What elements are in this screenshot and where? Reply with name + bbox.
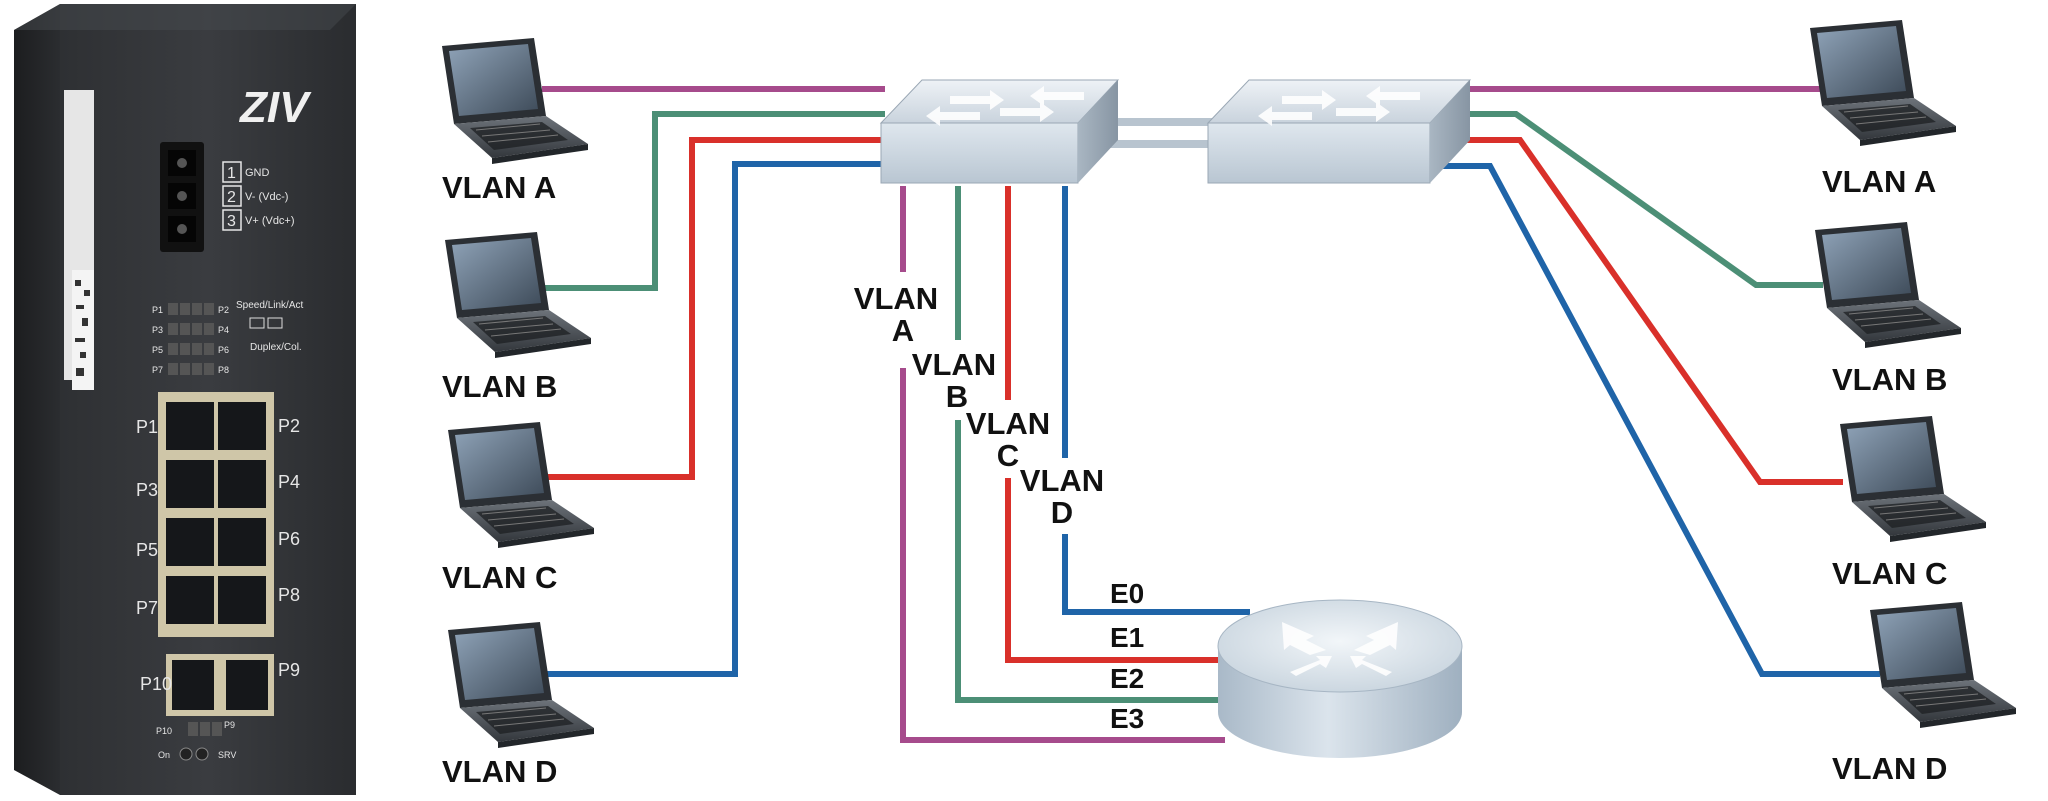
- svg-text:P8: P8: [218, 365, 229, 375]
- router-port-e3: E3: [1110, 703, 1144, 734]
- svg-text:P10: P10: [140, 674, 172, 694]
- router-port-labels: E0 E1 E2 E3: [1110, 578, 1144, 734]
- left-label-vlan-b: VLAN B: [442, 369, 557, 404]
- svg-text:P3: P3: [136, 480, 158, 500]
- svg-text:P9: P9: [278, 660, 300, 680]
- svg-text:On: On: [158, 750, 170, 760]
- laptop-icon: [444, 231, 592, 359]
- cable-vlan-c-left: [542, 137, 885, 480]
- trunk-label-c-line2: C: [997, 438, 1019, 473]
- sfp-port-block: P10 P9: [140, 654, 300, 716]
- router-port-e0: E0: [1110, 578, 1144, 609]
- cable-vlan-b-left: [542, 111, 885, 291]
- cable-vlan-a-router: [900, 186, 1225, 743]
- laptop-icon: [441, 37, 589, 165]
- svg-text:P4: P4: [218, 325, 229, 335]
- cable-vlan-c-right: [1450, 137, 1843, 485]
- led-panel: Speed/Link/Act Duplex/Col. P1 P2 P3 P4 P…: [152, 300, 303, 375]
- cable-vlan-c-router: [1005, 186, 1225, 663]
- power-connector: [160, 142, 204, 252]
- led-legend-top: Speed/Link/Act: [236, 300, 303, 311]
- svg-text:P2: P2: [278, 416, 300, 436]
- switch-left: [879, 79, 1120, 184]
- trunk-label-b-line1: VLAN: [912, 347, 996, 382]
- svg-text:P2: P2: [218, 305, 229, 315]
- svg-text:P3: P3: [152, 325, 163, 335]
- svg-text:P10: P10: [156, 726, 172, 736]
- svg-text:2: 2: [227, 189, 236, 206]
- laptop-icon: [1869, 601, 2017, 729]
- trunk-vlan-labels: VLAN A VLAN B VLAN C VLAN D: [854, 281, 1104, 530]
- svg-text:P4: P4: [278, 472, 300, 492]
- cable-vlan-b-right: [1470, 111, 1823, 288]
- svg-text:P7: P7: [152, 365, 163, 375]
- left-label-vlan-c: VLAN C: [442, 560, 557, 595]
- left-label-vlan-a: VLAN A: [442, 170, 556, 205]
- laptop-icon: [1809, 19, 1957, 147]
- rj45-port-block: P1 P3 P5 P7 P2 P4 P6 P8: [136, 392, 300, 637]
- brand-logo: ZIV: [238, 83, 312, 132]
- svg-text:P7: P7: [136, 598, 158, 618]
- power-terminal-legend: 1 GND 2 V- (Vdc-) 3 V+ (Vdc+): [222, 161, 295, 231]
- cable-vlan-d-left: [542, 161, 885, 677]
- svg-text:P9: P9: [224, 720, 235, 730]
- router-port-e1: E1: [1110, 622, 1144, 653]
- trunk-label-a-line1: VLAN: [854, 281, 938, 316]
- qr-code: [72, 270, 94, 390]
- industrial-switch-device: ZIV 1 GND 2 V- (Vdc-) 3 V+ (Vdc+) Speed/…: [14, 4, 356, 795]
- laptop-icon: [1814, 221, 1962, 349]
- right-label-vlan-d: VLAN D: [1832, 751, 1947, 786]
- svg-text:V- (Vdc-): V- (Vdc-): [245, 191, 288, 203]
- svg-text:P5: P5: [152, 345, 163, 355]
- svg-text:P6: P6: [218, 345, 229, 355]
- led-legend-bottom: Duplex/Col.: [250, 342, 302, 353]
- trunk-label-d-line1: VLAN: [1020, 463, 1104, 498]
- svg-text:P1: P1: [152, 305, 163, 315]
- left-vlan-labels: VLAN A VLAN B VLAN C VLAN D: [442, 170, 557, 789]
- cables: [542, 86, 1880, 743]
- cable-vlan-d-router: [1062, 186, 1250, 615]
- trunk-label-a-line2: A: [892, 313, 914, 348]
- right-label-vlan-a: VLAN A: [1822, 164, 1936, 199]
- svg-text:V+ (Vdc+): V+ (Vdc+): [245, 215, 295, 227]
- svg-text:GND: GND: [245, 167, 270, 179]
- switch-right: [1206, 79, 1472, 184]
- router: [1217, 599, 1463, 758]
- svg-text:P6: P6: [278, 529, 300, 549]
- svg-text:P5: P5: [136, 540, 158, 560]
- svg-text:3: 3: [227, 213, 236, 230]
- trunk-label-d-line2: D: [1051, 495, 1073, 530]
- laptop-icon: [447, 421, 595, 549]
- svg-text:1: 1: [227, 165, 236, 182]
- inter-switch-trunk: [1108, 118, 1218, 148]
- router-arrows-icon: [1282, 622, 1398, 676]
- status-leds: P10 P9 On SRV: [156, 720, 236, 761]
- right-label-vlan-c: VLAN C: [1832, 556, 1947, 591]
- cable-vlan-b-router: [955, 186, 1225, 703]
- switch-arrows-icon: [926, 86, 1084, 126]
- right-vlan-labels: VLAN A VLAN B VLAN C VLAN D: [1822, 164, 1947, 786]
- laptop-icon: [1839, 415, 1987, 543]
- svg-text:P8: P8: [278, 585, 300, 605]
- svg-text:P1: P1: [136, 417, 158, 437]
- laptop-icon: [447, 621, 595, 749]
- cable-vlan-d-right: [1430, 163, 1880, 677]
- right-label-vlan-b: VLAN B: [1832, 362, 1947, 397]
- svg-text:SRV: SRV: [218, 750, 236, 760]
- router-port-e2: E2: [1110, 663, 1144, 694]
- trunk-label-b-line2: B: [946, 379, 968, 414]
- switch-arrows-icon: [1258, 86, 1420, 126]
- trunk-label-c-line1: VLAN: [966, 406, 1050, 441]
- left-label-vlan-d: VLAN D: [442, 754, 557, 789]
